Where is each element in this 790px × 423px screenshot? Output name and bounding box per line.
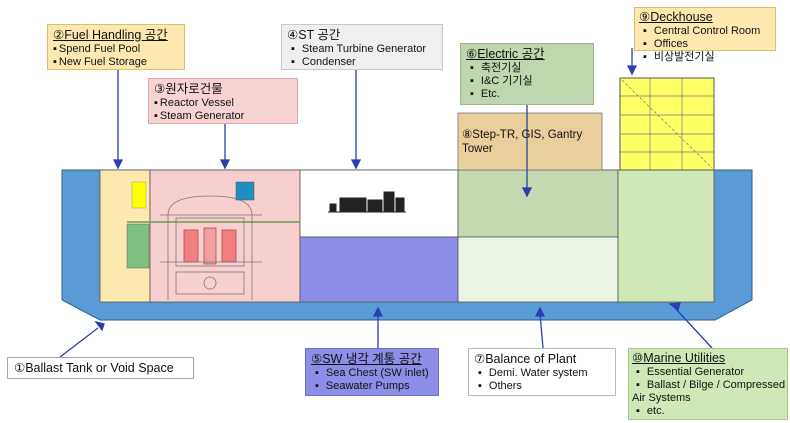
list-item: Spend Fuel Pool	[53, 43, 179, 56]
list-item: 비상발전기실	[639, 51, 771, 64]
reactor-vessel-sketch	[160, 195, 262, 300]
electric-compartment	[457, 169, 619, 238]
reactor-blue-tag	[235, 181, 255, 201]
fuel-pool-yellow	[131, 181, 147, 209]
list-item-wrap: Air Systems	[632, 392, 691, 404]
sw-compartment	[299, 236, 459, 303]
sw-title: ⑤SW 냉각 계통 공간	[311, 352, 422, 366]
step-tr-structure	[457, 112, 603, 171]
list-item: I&C 기기실	[466, 75, 588, 88]
list-item: Offices	[639, 38, 771, 51]
fuel-handling-label: ②Fuel Handling 공간 Spend Fuel Pool New Fu…	[47, 24, 185, 70]
st-label: ④ST 공간 Steam Turbine Generator Condenser	[281, 24, 443, 70]
reactor-title: ③원자로건물	[154, 82, 223, 96]
list-item: Etc.	[466, 88, 588, 101]
list-item: Ballast / Bilge / Compressed	[632, 379, 785, 392]
list-item: Central Control Room	[639, 25, 771, 38]
deckhouse-frame	[620, 78, 714, 170]
list-item: Reactor Vessel	[154, 97, 292, 110]
deckhouse-title: ⑨Deckhouse	[639, 10, 713, 24]
turbine-sketch	[328, 191, 406, 213]
sw-label: ⑤SW 냉각 계통 공간 Sea Chest (SW inlet) Seawat…	[305, 348, 439, 396]
fuel-pool-green	[126, 223, 150, 269]
list-item: etc.	[632, 405, 784, 418]
list-item: New Fuel Storage	[53, 56, 179, 69]
ballast-title: ①Ballast Tank or Void Space	[14, 361, 174, 375]
list-item: Seawater Pumps	[311, 380, 433, 393]
list-item: Others	[474, 380, 610, 393]
deckhouse-label: ⑨Deckhouse Central Control Room Offices …	[634, 7, 776, 63]
list-item: Sea Chest (SW inlet)	[311, 367, 433, 380]
step-tr-label: ⑧Step-TR, GIS, Gantry Tower	[458, 126, 602, 160]
bop-label: ⑦Balance of Plant Demi. Water system Oth…	[468, 348, 616, 396]
list-item: Steam Generator	[154, 110, 292, 123]
fuel-handling-title: ②Fuel Handling 공간	[53, 28, 168, 42]
callout-arrows	[59, 48, 713, 358]
list-item: Demi. Water system	[474, 367, 610, 380]
marine-title: ⑩Marine Utilities	[632, 351, 726, 365]
st-title: ④ST 공간	[287, 28, 341, 42]
ballast-label: ①Ballast Tank or Void Space	[7, 357, 194, 379]
list-item: 축전기실	[466, 62, 588, 75]
reactor-label: ③원자로건물 Reactor Vessel Steam Generator	[148, 78, 298, 124]
bop-compartment	[457, 236, 619, 303]
marine-label: ⑩Marine Utilities Essential Generator Ba…	[628, 348, 788, 420]
electric-label: ⑥Electric 공간 축전기실 I&C 기기실 Etc.	[460, 43, 594, 105]
bop-title: ⑦Balance of Plant	[474, 352, 577, 366]
electric-title: ⑥Electric 공간	[466, 47, 545, 61]
list-item: Essential Generator	[632, 366, 784, 379]
list-item: Steam Turbine Generator	[287, 43, 437, 56]
step-tr-title: ⑧Step-TR, GIS, Gantry Tower	[462, 129, 583, 155]
list-item: Condenser	[287, 56, 437, 69]
marine-compartment	[617, 169, 715, 303]
